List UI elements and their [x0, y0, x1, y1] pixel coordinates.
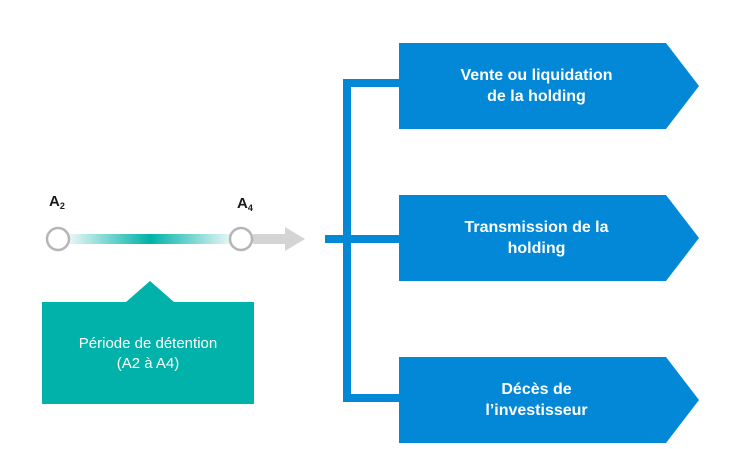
outcome-label-transfer: Transmission de la holding — [399, 195, 674, 281]
outcome-label-death: Décès de l’investisseur — [399, 357, 674, 443]
period-label: Période de détention (A2 à A4) — [42, 318, 254, 390]
connector-vertical — [343, 79, 351, 402]
holding-period-bar — [70, 234, 230, 244]
end-point-label: A4 — [237, 196, 253, 216]
period-label-line1: Période de détention — [78, 335, 218, 352]
outcome-transfer-line1: Transmission de la — [464, 219, 609, 236]
outcome-death-line1: Décès de — [501, 381, 572, 398]
start-point-letter: A — [49, 193, 60, 210]
connector-stub — [325, 235, 403, 243]
outcome-death-line2: l’investisseur — [485, 402, 588, 419]
outcome-arrow-transfer — [399, 195, 699, 281]
timeline-arrow — [253, 227, 305, 251]
end-point-letter: A — [237, 195, 248, 212]
period-callout-box — [42, 281, 254, 404]
end-point-subscript: 4 — [247, 203, 253, 213]
outcome-transfer-line2: holding — [507, 240, 566, 257]
outcome-arrow-sale — [399, 43, 699, 129]
outcome-sale-line2: de la holding — [487, 88, 586, 105]
outcome-arrow-death — [399, 357, 699, 443]
outcome-sale-line1: Vente ou liquidation — [460, 67, 613, 84]
connector-bottom — [343, 394, 403, 402]
outcome-label-sale: Vente ou liquidation de la holding — [399, 43, 674, 129]
connector-top — [343, 79, 403, 87]
start-point-subscript: 2 — [59, 201, 65, 211]
start-point-label: A2 — [49, 194, 65, 214]
start-point-marker — [45, 226, 71, 252]
end-point-marker — [228, 226, 254, 252]
period-label-line2: (A2 à A4) — [116, 355, 180, 372]
